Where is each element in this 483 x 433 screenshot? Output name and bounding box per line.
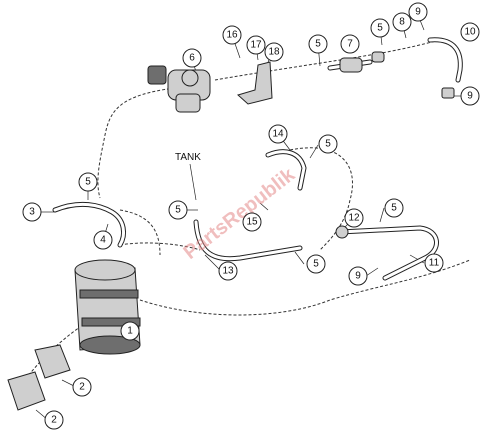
clamp-2-lower [7, 371, 46, 411]
hose-11 [335, 225, 439, 281]
clamp-2-upper [34, 344, 71, 379]
svg-text:2: 2 [79, 382, 85, 393]
hose-13 [193, 219, 303, 262]
svg-text:12: 12 [348, 213, 360, 224]
callout-9-top: 9 [408, 2, 428, 22]
callout-16: 16 [222, 25, 242, 45]
callout-6: 6 [182, 48, 202, 68]
svg-text:5: 5 [325, 139, 331, 150]
svg-text:11: 11 [429, 258, 440, 269]
callout-2-upper: 2 [72, 377, 92, 397]
svg-text:8: 8 [399, 17, 405, 28]
hose-3-4 [52, 201, 127, 248]
callout-5-tank: 5 [168, 200, 188, 220]
callout-8: 8 [392, 12, 412, 32]
svg-text:9: 9 [415, 7, 421, 18]
callout-5-top-right: 5 [370, 18, 390, 38]
callout-18: 18 [264, 42, 284, 62]
svg-text:16: 16 [226, 30, 238, 41]
callout-7: 7 [340, 34, 360, 54]
svg-text:5: 5 [391, 203, 397, 214]
svg-text:6: 6 [189, 53, 195, 64]
callout-5-left: 5 [78, 172, 98, 192]
callout-5-top: 5 [308, 34, 328, 54]
svg-text:13: 13 [222, 266, 234, 277]
hose-assembly-top [327, 37, 463, 99]
callout-4: 4 [93, 230, 113, 250]
svg-text:15: 15 [246, 217, 258, 228]
svg-text:14: 14 [272, 129, 284, 140]
callout-5-mid-right: 5 [318, 134, 338, 154]
svg-text:5: 5 [85, 177, 91, 188]
svg-text:2: 2 [51, 415, 57, 426]
svg-text:5: 5 [313, 259, 319, 270]
callout-10: 10 [460, 22, 480, 42]
callout-17: 17 [246, 35, 266, 55]
svg-text:9: 9 [355, 271, 361, 282]
svg-text:7: 7 [347, 39, 353, 50]
svg-text:5: 5 [315, 39, 321, 50]
svg-text:5: 5 [175, 205, 181, 216]
hose-14 [265, 149, 307, 191]
callout-9-right: 9 [460, 86, 480, 106]
svg-text:4: 4 [100, 235, 106, 246]
svg-text:10: 10 [464, 27, 476, 38]
svg-text:17: 17 [250, 40, 262, 51]
callout-5-lower: 5 [306, 254, 326, 274]
svg-text:18: 18 [268, 47, 280, 58]
callout-2-lower: 2 [44, 410, 64, 430]
tank-label: TANK [175, 152, 201, 163]
callout-13: 13 [218, 261, 238, 281]
callout-1: 1 [120, 321, 140, 341]
svg-text:9: 9 [467, 91, 473, 102]
callout-12: 12 [344, 208, 364, 228]
callout-5-right: 5 [384, 198, 404, 218]
svg-text:5: 5 [377, 23, 383, 34]
callout-9-lower: 9 [348, 266, 368, 286]
callout-15: 15 [242, 212, 262, 232]
svg-text:1: 1 [127, 326, 133, 337]
svg-text:3: 3 [29, 207, 35, 218]
callout-14: 14 [268, 124, 288, 144]
callout-11: 11 [424, 253, 444, 273]
purge-valve-6 [147, 65, 211, 113]
callout-3: 3 [22, 202, 42, 222]
bracket-18 [237, 61, 273, 105]
